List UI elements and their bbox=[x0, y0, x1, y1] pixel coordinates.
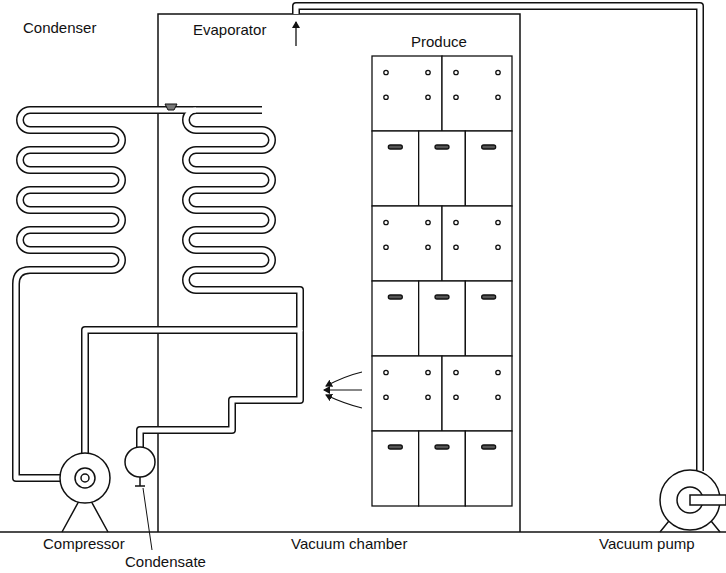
pipe bbox=[16, 270, 60, 478]
pipe bbox=[85, 290, 300, 453]
pipe bbox=[140, 330, 300, 447]
chamber-wall bbox=[158, 14, 520, 532]
part-label: Compressor bbox=[42, 536, 126, 552]
pipe-bore bbox=[16, 270, 60, 478]
expansion-valve bbox=[165, 104, 177, 110]
vacuum-pump bbox=[660, 470, 726, 532]
pipe-bore bbox=[186, 110, 272, 290]
part-label: Produce bbox=[410, 34, 468, 50]
part-label: Condenser bbox=[22, 20, 97, 36]
pipe bbox=[186, 110, 272, 290]
ground-line bbox=[0, 531, 726, 533]
condensate-tank bbox=[125, 447, 155, 486]
pipe-bore bbox=[20, 110, 122, 270]
pipe bbox=[20, 110, 122, 270]
leader-line bbox=[143, 488, 152, 550]
produce-stack bbox=[372, 56, 512, 506]
pipework bbox=[16, 6, 700, 478]
part-label: Vacuum chamber bbox=[290, 536, 408, 552]
part-label: Condensate bbox=[124, 554, 207, 570]
pipe bbox=[296, 6, 700, 471]
part-label: Evaporator bbox=[192, 22, 267, 38]
pipe-bore bbox=[140, 330, 300, 447]
flow-arrow bbox=[295, 22, 296, 46]
airflow-arrows bbox=[324, 372, 362, 408]
compressor bbox=[60, 453, 110, 532]
pipe-bore bbox=[112, 108, 196, 113]
pipe-bore bbox=[85, 290, 300, 453]
pipe-bore bbox=[296, 6, 700, 471]
pipe bbox=[112, 106, 196, 114]
part-label: Vacuum pump bbox=[598, 536, 696, 552]
